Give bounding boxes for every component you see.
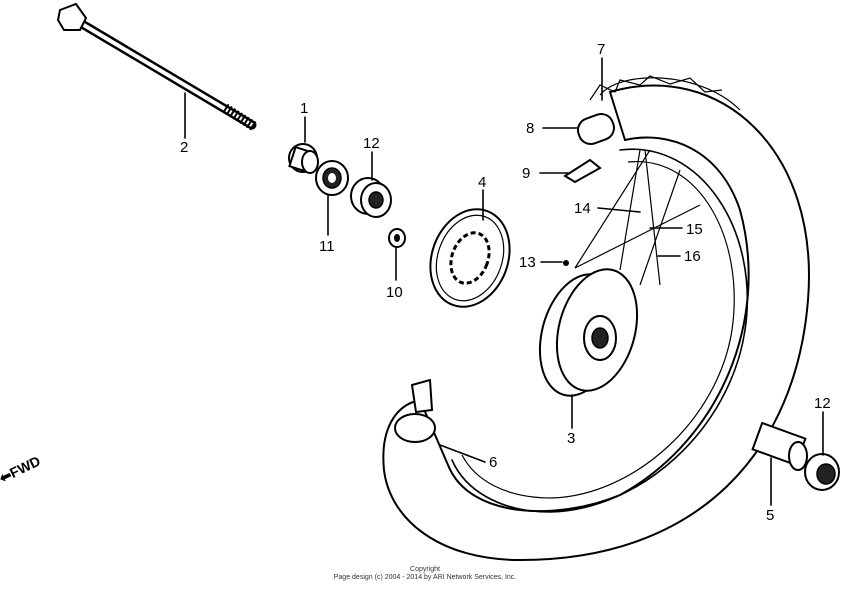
hub-part bbox=[538, 268, 639, 397]
bearing-right-part bbox=[804, 453, 840, 491]
copyright-notice: Copyright Page design (c) 2004 - 2014 by… bbox=[0, 566, 850, 582]
axle-part bbox=[56, 2, 258, 132]
callout-14: 14 bbox=[574, 200, 591, 217]
tube-part bbox=[577, 113, 615, 145]
callout-13: 13 bbox=[519, 254, 536, 271]
disk-plate-part bbox=[429, 208, 511, 308]
spoke-nipple-part bbox=[563, 260, 569, 266]
callout-9: 9 bbox=[522, 165, 530, 182]
lock-washer-part bbox=[388, 228, 406, 248]
callout-7: 7 bbox=[597, 41, 605, 58]
callout-12-right: 12 bbox=[814, 395, 831, 412]
tire-part bbox=[382, 75, 810, 562]
callout-15: 15 bbox=[686, 221, 703, 238]
distance-collar-part bbox=[751, 421, 808, 471]
callout-6: 6 bbox=[489, 454, 497, 471]
callout-16: 16 bbox=[684, 248, 701, 265]
callout-5: 5 bbox=[766, 507, 774, 524]
callout-4: 4 bbox=[478, 174, 486, 191]
collar-part bbox=[288, 143, 319, 174]
callout-8: 8 bbox=[526, 120, 534, 137]
copyright-line-2: Page design (c) 2004 - 2014 by ARI Netwo… bbox=[333, 574, 517, 581]
callout-2: 2 bbox=[180, 139, 188, 156]
leader-lines bbox=[184, 57, 824, 506]
callout-1: 1 bbox=[300, 100, 308, 117]
bearing-left-part bbox=[350, 177, 392, 218]
copyright-line-1: Copyright bbox=[410, 566, 440, 573]
oil-seal-part bbox=[315, 160, 349, 196]
rim-band-part bbox=[563, 158, 602, 184]
callout-10: 10 bbox=[386, 284, 403, 301]
rim-part bbox=[451, 148, 749, 513]
callout-12-left: 12 bbox=[363, 135, 380, 152]
callout-labels: 1 2 3 4 5 6 7 8 9 10 11 12 12 13 14 15 1… bbox=[180, 41, 831, 524]
callout-3: 3 bbox=[567, 430, 575, 447]
callout-11: 11 bbox=[319, 238, 335, 255]
